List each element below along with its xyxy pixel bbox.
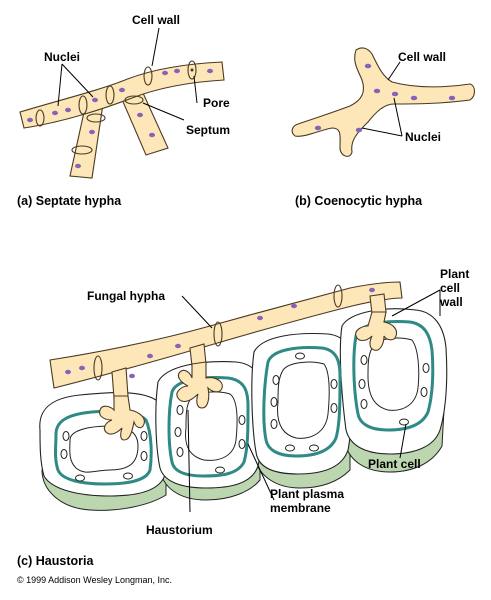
septum <box>78 95 88 115</box>
plant-vacuole <box>367 337 420 411</box>
septum <box>105 85 115 105</box>
septum <box>333 284 343 308</box>
nucleus <box>257 315 263 321</box>
haustoria-leaders <box>181 289 441 513</box>
label-plant-plasma-membrane-2: membrane <box>270 501 331 515</box>
label-nuclei-a: Nuclei <box>44 50 80 64</box>
septate-main-tube <box>19 61 225 129</box>
nucleus <box>79 365 85 371</box>
label-plant-cell-wall-2: cell <box>440 281 460 295</box>
nucleus <box>65 107 71 113</box>
label-plant-cell-wall-3: wall <box>439 295 463 309</box>
nucleus <box>89 129 95 135</box>
label-nuclei-b: Nuclei <box>405 130 441 144</box>
label-cell-wall-b: Cell wall <box>398 50 446 64</box>
haustoria-drawing <box>39 281 448 511</box>
label-plant-cell-wall-1: Plant <box>440 267 469 281</box>
septum <box>93 355 103 381</box>
plant-plasma-membrane <box>54 409 153 486</box>
nucleus <box>162 70 168 76</box>
nucleus <box>27 117 33 123</box>
pore <box>190 68 194 72</box>
label-haustorium: Haustorium <box>146 523 213 537</box>
plant-vacuole <box>277 361 330 439</box>
label-pore: Pore <box>203 96 230 110</box>
nucleus <box>448 95 456 101</box>
nucleus <box>355 127 363 133</box>
coenocytic-leaders <box>361 61 403 137</box>
label-septum: Septum <box>186 123 230 137</box>
caption-coenocytic-hypha: (b) Coenocytic hypha <box>295 194 423 208</box>
haustorium <box>355 311 398 351</box>
nucleus <box>119 87 125 93</box>
septate-leaders <box>57 27 198 121</box>
label-plant-cell: Plant cell <box>368 457 421 471</box>
label-fungal-hypha: Fungal hypha <box>87 289 165 303</box>
caption-haustoria: (c) Haustoria <box>17 554 94 568</box>
nucleus <box>92 97 98 103</box>
nucleus <box>175 343 181 349</box>
label-cell-wall-a: Cell wall <box>132 13 180 27</box>
nucleus <box>65 369 71 375</box>
coenocytic-hypha-drawing <box>291 47 476 157</box>
nucleus <box>207 68 213 74</box>
nucleus <box>291 303 297 309</box>
septum <box>187 60 197 80</box>
nucleus <box>137 112 143 118</box>
septum <box>143 66 153 86</box>
plant-plasma-membrane <box>167 376 250 478</box>
haustorium <box>176 361 223 409</box>
septum <box>213 321 223 347</box>
nucleus <box>52 110 58 116</box>
nucleus <box>391 91 399 97</box>
copyright-notice: © 1999 Addison Wesley Longman, Inc. <box>17 575 172 585</box>
nucleus <box>410 95 418 101</box>
nucleus <box>314 125 322 131</box>
nucleus <box>174 68 180 74</box>
hypha-branch <box>111 367 129 399</box>
nucleus <box>147 353 153 359</box>
septum <box>124 95 144 105</box>
nucleus <box>369 287 375 293</box>
haustorium <box>99 395 145 441</box>
nucleus <box>373 88 381 94</box>
nucleus <box>129 373 135 379</box>
septum <box>35 109 45 127</box>
plant-vacuole <box>185 391 238 461</box>
plant-plasma-membrane <box>262 346 342 458</box>
septum <box>71 145 93 155</box>
chloroplasts <box>60 352 430 482</box>
coenocytic-hypha <box>291 47 476 157</box>
septate-hypha-drawing <box>19 60 225 179</box>
plant-plasma-membrane <box>352 320 435 432</box>
caption-septate-hypha: (a) Septate hypha <box>17 194 122 208</box>
nucleus <box>364 63 372 69</box>
nucleus <box>75 163 81 169</box>
hypha-branch <box>369 293 387 315</box>
nucleus <box>149 132 155 138</box>
label-plant-plasma-membrane-1: Plant plasma <box>270 487 344 501</box>
septum <box>86 113 106 123</box>
